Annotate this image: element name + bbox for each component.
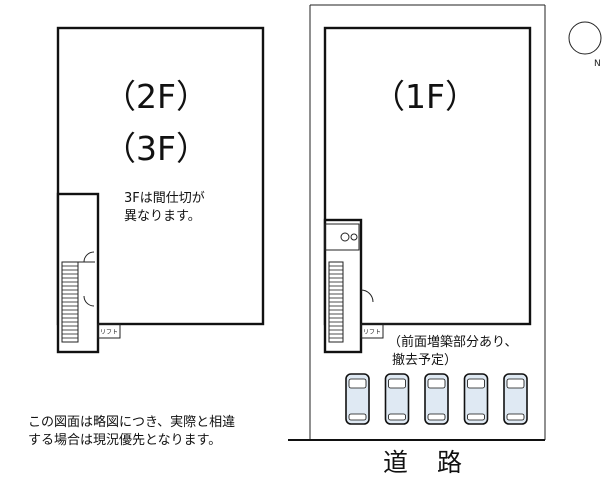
car-windshield	[427, 378, 446, 389]
upper-floor-note-line1: 3Fは間仕切が	[124, 191, 205, 206]
compass-north-label: N	[594, 59, 601, 69]
upper-floor-door-swing-2	[83, 295, 95, 307]
road-label: 道 路	[383, 448, 464, 477]
extension-note-line1: （前面増築部分あり、	[388, 334, 517, 350]
car-rear-window	[506, 413, 525, 421]
car-windshield	[506, 378, 525, 389]
ground-floor-toilet	[324, 223, 360, 251]
car-rear-window	[348, 413, 367, 421]
compass-circle-icon	[568, 21, 602, 55]
ground-floor-lift-box	[360, 323, 384, 339]
toilet-fixture-1	[340, 232, 350, 242]
upper-floor-stair-treads	[62, 265, 78, 339]
disclaimer-line2: する場合は現況優先となります。	[28, 433, 221, 448]
ground-floor-stair-treads	[329, 265, 343, 339]
parking-area	[345, 373, 528, 425]
car-rear-window	[467, 413, 485, 421]
parking-car-icon	[424, 373, 449, 425]
north-compass: N	[568, 21, 602, 69]
ground-floor-lift-label: リフト	[363, 329, 381, 336]
upper-floor-lift-label: リフト	[100, 329, 118, 336]
toilet-fixture-2	[350, 233, 358, 241]
extension-note-line2: 撤去予定）	[392, 352, 457, 368]
upper-floor-door-swing	[83, 251, 95, 263]
car-windshield	[467, 378, 485, 389]
car-rear-window	[427, 413, 446, 421]
ground-floor-plan: リフト （1F） （前面増築部分あり、 撤去予定）	[288, 4, 546, 441]
upper-floor-plan: リフト （2F） （3F） 3Fは間仕切が 異なります。	[56, 26, 265, 354]
parking-car-icon	[503, 373, 528, 425]
car-windshield	[388, 378, 406, 389]
parking-car-icon	[463, 373, 489, 425]
parking-car-icon	[345, 373, 370, 425]
car-windshield	[348, 378, 367, 389]
label-1f: （1F）	[372, 77, 478, 116]
label-3f: （3F）	[103, 129, 209, 168]
disclaimer-line1: この図面は略図につき、実際と相違	[28, 414, 235, 430]
upper-floor-lift-box	[97, 323, 121, 339]
label-2f: （2F）	[103, 77, 209, 116]
car-rear-window	[388, 413, 406, 421]
ground-floor-door-swing	[360, 289, 374, 303]
upper-floor-note-line2: 異なります。	[124, 209, 201, 224]
compass-arrow-icon	[575, 22, 590, 52]
parking-car-icon	[384, 373, 410, 425]
